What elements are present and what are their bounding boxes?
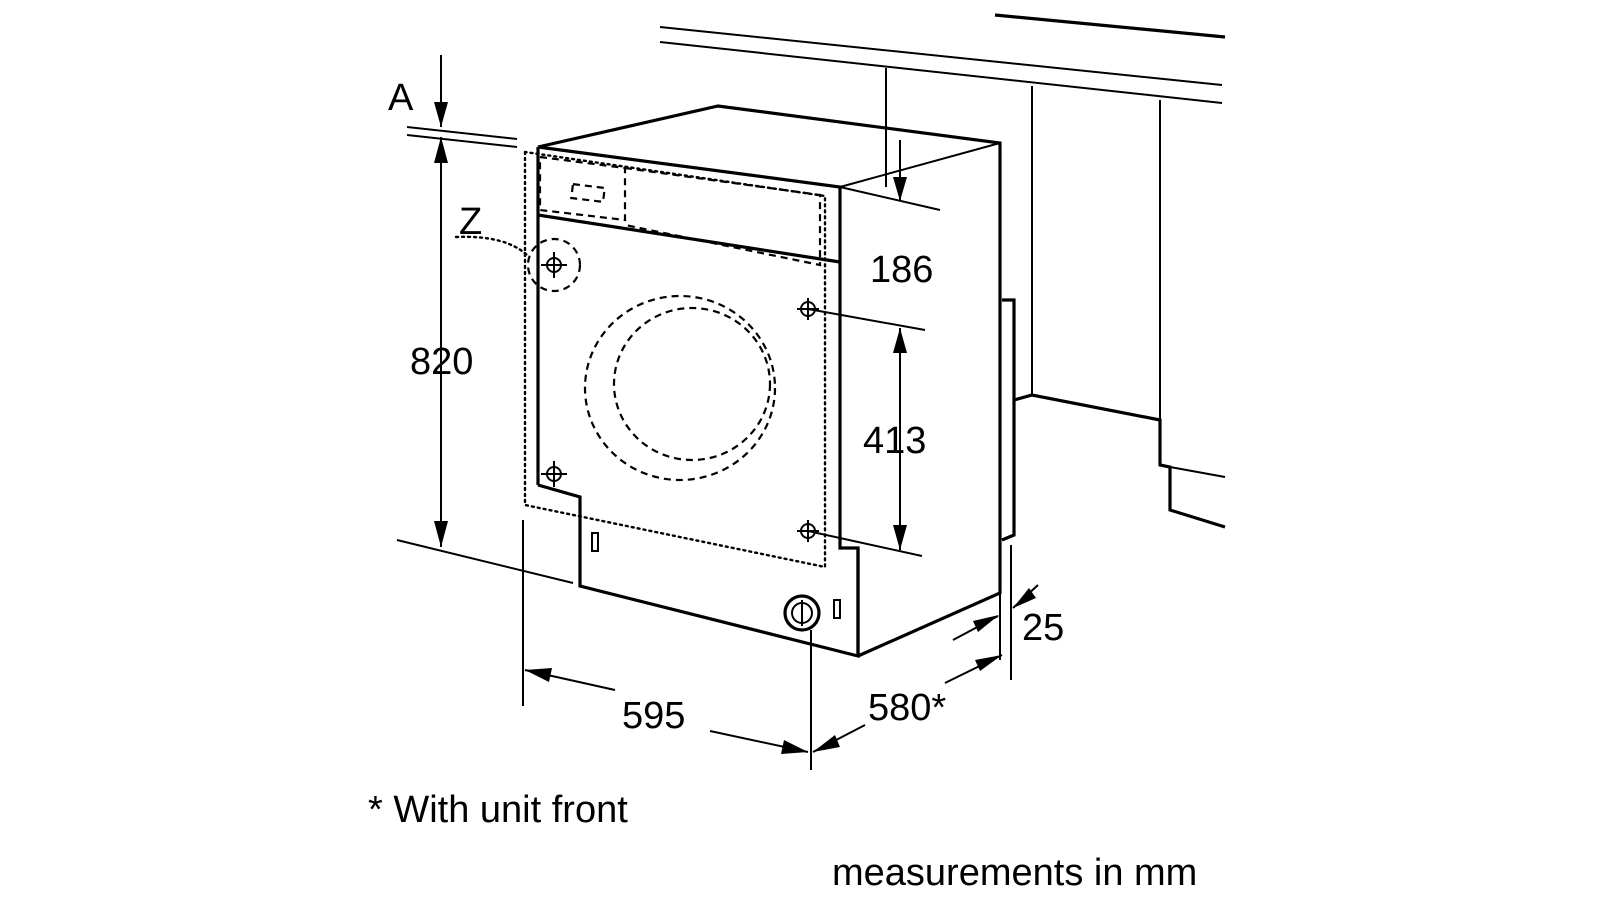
- dimension-labels: A Z 820 186 413 25 595 580*: [388, 77, 1064, 737]
- label-width: 595: [622, 695, 685, 737]
- label-z: Z: [459, 201, 482, 243]
- unit-front-outline: [523, 150, 827, 569]
- side-cabinet-door-edge: [1001, 298, 1016, 542]
- dim-413-arrow-bottom: [893, 525, 907, 550]
- top-right-edge: [839, 142, 1001, 188]
- dim-a-extension-upper: [406, 126, 518, 140]
- label-a: A: [388, 77, 414, 119]
- worktop-edge-upper: [659, 26, 1223, 86]
- dim-25-arrow-left: [973, 615, 999, 632]
- dim-height-arrow-bottom: [434, 521, 448, 547]
- hinge-top-left-icon: [526, 237, 582, 293]
- dim-413-arrow-top: [893, 328, 907, 353]
- dim-580-arrow-left: [813, 735, 840, 752]
- drawer-handle-outline: [570, 182, 606, 204]
- label-hinge-spacing: 413: [863, 420, 926, 462]
- dim-height-extension-bottom: [396, 539, 574, 584]
- worktop-edge-lower: [659, 41, 1223, 104]
- hinge-markers: [454, 235, 819, 542]
- detail-z-leader: [454, 235, 529, 257]
- notes: * With unit front measurements in mm: [368, 789, 1197, 894]
- label-height: 820: [410, 341, 473, 383]
- note-units: measurements in mm: [832, 852, 1197, 894]
- dim-413-extension-top: [807, 308, 926, 331]
- label-top-panel: 186: [870, 249, 933, 291]
- dim-595-arrow-right: [781, 740, 808, 754]
- hinge-bottom-left-icon: [541, 461, 567, 487]
- dimension-lines: [396, 55, 1039, 770]
- plinth-indicator-left: [591, 532, 599, 552]
- cabinet-plinth-step: [1169, 466, 1226, 478]
- dim-25-arrow-right: [1013, 588, 1036, 608]
- cabinet-plinth-outline: [1013, 393, 1226, 529]
- drain-pump-cap: [783, 594, 821, 632]
- control-panel-outline: [624, 166, 822, 267]
- note-unit-front: * With unit front: [368, 789, 628, 831]
- label-gap: 25: [1022, 607, 1064, 649]
- dim-580-arrow-right: [975, 655, 1002, 671]
- dim-186-arrow: [893, 177, 907, 201]
- dim-186-extension: [839, 186, 941, 211]
- plinth-indicator-right: [833, 599, 841, 619]
- furniture-door-outline: [523, 150, 827, 569]
- label-depth: 580*: [868, 687, 946, 729]
- dim-height-arrow-top: [434, 137, 448, 163]
- dim-413-extension-bottom: [807, 530, 923, 557]
- detergent-drawer-outline: [538, 155, 627, 222]
- door-porthole-outer: [583, 294, 777, 482]
- detail-z-circle: [526, 237, 582, 293]
- dim-595-arrow-left: [525, 668, 552, 682]
- worktop-top-line: [994, 13, 1226, 39]
- machine-front-right-edge: [537, 145, 860, 656]
- washing-machine-body: [536, 104, 1002, 659]
- door-porthole-inner: [612, 306, 772, 462]
- dim-a-arrow: [434, 102, 448, 127]
- dim-a-extension-lower: [406, 134, 518, 148]
- kitchen-cabinetry: [659, 13, 1226, 542]
